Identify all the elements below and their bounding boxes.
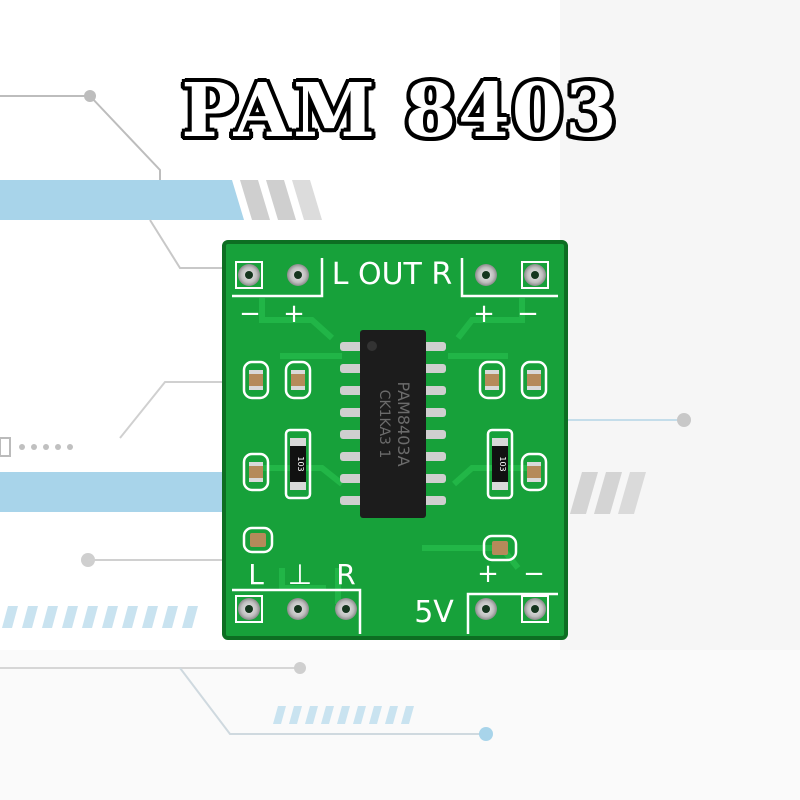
product-title: PAM 8403 [181, 68, 619, 154]
pcb-board: L OUT R − + + − L ⊥ R 5V + − [222, 240, 568, 640]
smd-capacitors [242, 360, 548, 562]
label-output: L OUT R [332, 257, 453, 292]
label-plus-right: + [473, 299, 495, 329]
label-minus-left: − [239, 299, 261, 329]
label-supply-plus: + [477, 559, 499, 589]
pam8403-chip: PAM8403A CK1KA3 1 [340, 330, 446, 518]
label-plus-left: + [283, 299, 305, 329]
label-supply: 5V [414, 595, 454, 630]
output-pads [235, 261, 549, 289]
smd-resistors: 103 103 [284, 428, 514, 500]
input-pads [235, 595, 549, 623]
label-input-right: R [336, 558, 355, 591]
label-minus-right: − [517, 299, 539, 329]
chip-marking-line1: PAM8403A [394, 381, 413, 466]
chip-marking-line2: CK1KA3 1 [376, 390, 392, 459]
resistor-left-code: 103 [296, 456, 305, 471]
label-input-ground: ⊥ [288, 558, 312, 591]
label-supply-minus: − [523, 559, 545, 589]
label-input-left: L [248, 558, 264, 591]
resistor-right-code: 103 [498, 456, 507, 471]
